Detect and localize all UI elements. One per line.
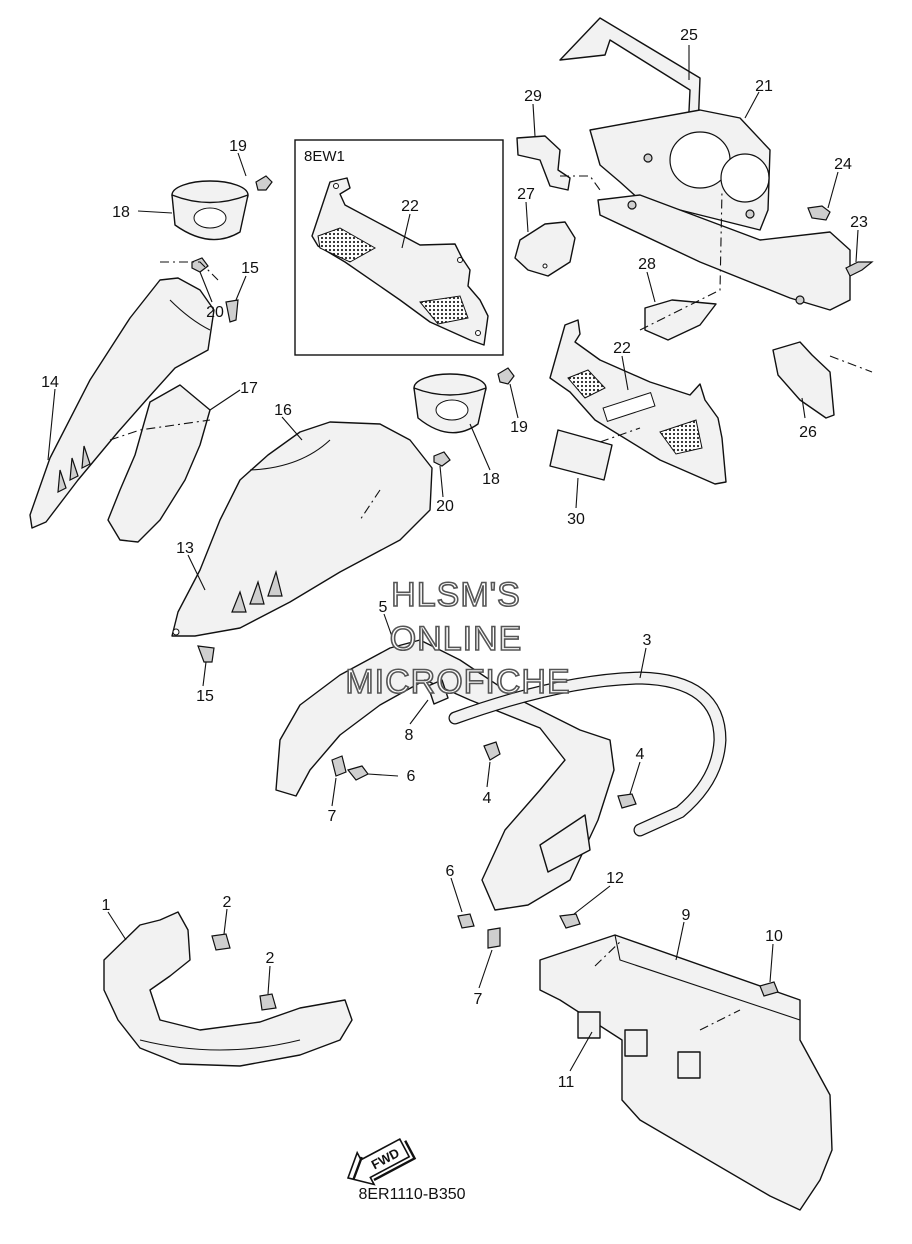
side-cover-14 [29,277,215,529]
callout-2-lower: 2 [266,950,275,967]
callout-4-left: 4 [483,790,492,807]
callout-7-upper: 7 [328,808,337,825]
bolt-4a [483,741,501,761]
screw-19a [255,175,273,191]
callout-14: 14 [41,374,59,391]
inset-box: 8EW1 [294,139,504,356]
front-bumper-1 [103,911,353,1067]
bolt-2a [211,933,231,951]
clip-7b [487,927,501,949]
callout-15-upper: 15 [241,260,259,277]
bracket-29 [516,135,571,191]
callout-21: 21 [755,78,773,95]
callout-29: 29 [524,88,542,105]
fwd-arrow: FWD [346,1138,417,1186]
callout-6-lower: 6 [446,863,455,880]
bolt-4b [617,793,637,809]
nut-20b [433,451,451,467]
watermark-line-3: MICROFICHE [345,663,570,701]
side-cover-16-13 [171,421,433,637]
callout-labels: 25 21 29 24 23 27 28 22 22 26 30 19 18 1… [41,27,868,1091]
callout-11: 11 [558,1074,575,1091]
air-duct-22 [549,319,727,485]
callout-3: 3 [643,632,652,649]
callout-19-upper: 19 [229,138,247,155]
front-frame-5 [275,639,615,911]
callout-20-upper: 20 [206,304,224,321]
callout-15-lower: 15 [196,688,214,705]
bumper-bar-3 [448,671,727,837]
callout-13: 13 [176,540,194,557]
callout-28: 28 [638,256,656,273]
callout-20-lower: 20 [436,498,454,515]
callout-18-lower: 18 [482,471,500,488]
watermark-line-2: ONLINE [390,620,523,658]
screw-19b [497,367,515,385]
callout-24: 24 [834,156,852,173]
screw-24 [807,205,831,221]
callout-22: 22 [613,340,631,357]
inset-air-duct-part [311,177,489,346]
callout-26: 26 [799,424,817,441]
callout-17: 17 [240,380,258,397]
instrument-panel-assembly [559,17,851,311]
bracket-27 [514,221,576,277]
inset-label: 8EW1 [304,148,345,165]
clip-7a [331,755,347,777]
nut-20a [191,257,209,273]
watermark-line-1: HLSM'S [391,576,521,614]
lower-panel-part [597,194,851,311]
callout-5: 5 [379,599,388,616]
callout-16: 16 [274,402,292,419]
callout-30: 30 [567,511,585,528]
callout-27: 27 [517,186,535,203]
duct-17 [107,384,211,543]
rivet-12 [559,913,581,929]
callout-6-upper: 6 [407,768,416,785]
bolt-6b [457,913,475,929]
leader-lines [47,45,859,1072]
callout-7-lower: 7 [474,991,483,1008]
rivet-10 [759,981,779,997]
callout-8: 8 [405,727,414,744]
callout-4-right: 4 [636,746,645,763]
callout-1: 1 [102,897,111,914]
drawing-code: 8ER1110-B350 [358,1186,465,1203]
callout-12: 12 [606,870,624,887]
bracket-28 [644,299,717,341]
rivet-23 [845,261,874,277]
headlight-shell-18b [413,373,487,434]
bolt-6a [346,765,369,781]
callout-18-upper: 18 [112,204,130,221]
plate-26 [772,341,835,419]
callout-23: 23 [850,214,868,231]
callout-2-upper: 2 [223,894,232,911]
bolt-15b [197,645,215,663]
callout-25: 25 [680,27,698,44]
label-30 [549,429,613,481]
callout-19-lower: 19 [510,419,528,436]
assembly-guide-lines [109,175,873,1031]
bolt-2b [259,993,277,1011]
callout-10: 10 [765,928,783,945]
watermark: HLSM'S ONLINE MICROFICHE [345,575,571,702]
bracket-8 [427,679,449,705]
callout-9: 9 [682,907,691,924]
headlight-shell-18a [171,180,249,241]
callout-22-inset: 22 [401,198,419,215]
bolt-15a [225,299,239,323]
skid-plate-9 [539,934,833,1211]
